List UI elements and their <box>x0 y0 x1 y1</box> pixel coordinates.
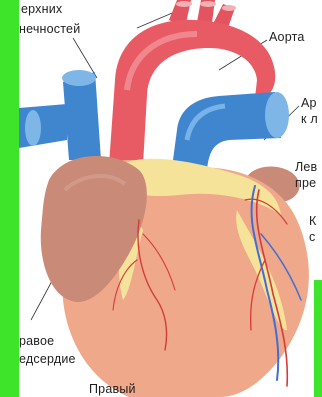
label-left-atrium-line1: Лев <box>295 160 317 175</box>
label-pulmonary-line2: к л <box>301 112 318 127</box>
label-coronary-line1: К <box>309 214 316 229</box>
frame-edge <box>314 280 322 397</box>
label-upper-limbs-line1: ерхних <box>21 2 62 17</box>
label-aorta: Аорта <box>269 30 305 45</box>
heart-illustration <box>19 0 322 397</box>
label-right-atrium-line1: равое <box>19 334 54 349</box>
label-upper-limbs-line2: нечностей <box>19 22 80 37</box>
superior-vena-cava <box>19 70 101 160</box>
heart-diagram: ерхних нечностей Аорта Ар к л Лев пре К … <box>19 0 322 397</box>
label-coronary-line2: с <box>309 230 315 245</box>
label-left-atrium-line2: пре <box>295 176 316 191</box>
label-right-ventricle: Правый <box>89 382 136 397</box>
label-right-atrium-line2: едсердие <box>19 352 76 367</box>
label-pulmonary-line1: Ар <box>301 96 317 111</box>
